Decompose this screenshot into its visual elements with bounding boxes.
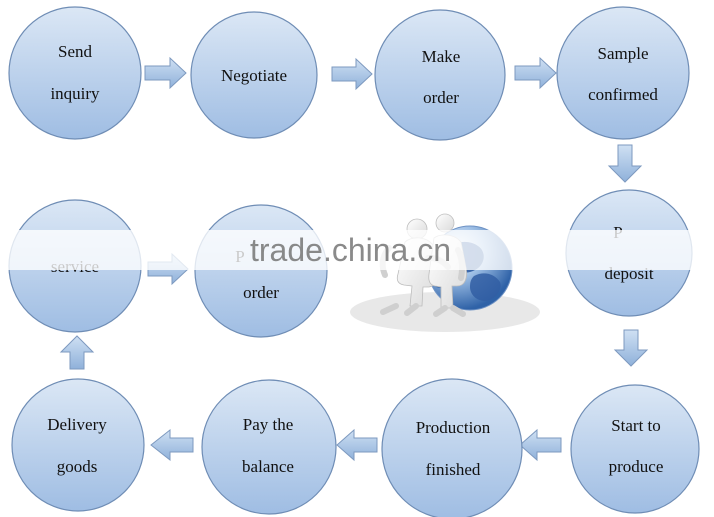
send-inquiry-label-line-1: Send [58, 42, 93, 61]
make-order-label-line-2: order [423, 88, 459, 107]
node-order: Porder [194, 204, 328, 338]
node-delivery-goods: Delivery goods [11, 378, 145, 512]
node-pay-the-balance: Pay the balance [201, 379, 337, 515]
order-circle [194, 204, 328, 338]
pay-the-balance-circle [201, 379, 337, 515]
arrow-delivery-goods-to-service [59, 335, 95, 370]
watermark: trade.china.cn [0, 230, 714, 270]
pay-the-balance-label-line-1: Pay the [243, 415, 294, 434]
start-to-produce-label-line-2: produce [609, 457, 664, 476]
node-negotiate: Negotiate [190, 11, 318, 139]
delivery-goods-label-line-2: goods [57, 457, 98, 476]
make-order-circle [374, 9, 506, 141]
delivery-goods-circle [11, 378, 145, 512]
watermark-text: trade.china.cn [250, 232, 451, 268]
order-label-line-2: order [243, 283, 279, 302]
make-order-label-line-1: Make [422, 47, 461, 66]
node-make-order: Make order [374, 9, 506, 141]
production-finished-label-line-1: Production [416, 418, 491, 437]
negotiate-label-line-1: Negotiate [221, 66, 287, 85]
arrow-start-to-produce-to-production-finished [519, 428, 562, 462]
node-send-inquiry: Send inquiry [8, 6, 142, 140]
arrow-send-inquiry-to-negotiate [144, 56, 187, 90]
sample-confirmed-label-line-1: Sample [598, 44, 649, 63]
pay-the-balance-label-line-2: balance [242, 457, 294, 476]
send-inquiry-circle [8, 6, 142, 140]
node-sample-confirmed: Sample confirmed [556, 6, 690, 140]
node-production-finished: Production finished [381, 378, 523, 517]
sample-confirmed-label-line-2: confirmed [588, 85, 658, 104]
negotiate-circle [190, 11, 318, 139]
arrow-negotiate-to-make-order [331, 57, 373, 91]
arrow-make-order-to-sample-confirmed [514, 56, 557, 90]
send-inquiry-label-line-2: inquiry [50, 84, 100, 103]
arrow-production-finished-to-pay-the-balance [336, 428, 378, 462]
production-finished-label-line-2: finished [426, 460, 481, 479]
start-to-produce-circle [570, 384, 700, 514]
start-to-produce-label-line-1: Start to [611, 416, 661, 435]
arrow-sample-confirmed-to-deposit [607, 144, 643, 183]
delivery-goods-label-line-1: Delivery [47, 415, 107, 434]
node-start-to-produce: Start to produce [570, 384, 700, 514]
arrow-deposit-to-start-to-produce [613, 329, 649, 367]
sample-confirmed-circle [556, 6, 690, 140]
arrow-pay-the-balance-to-delivery-goods [150, 428, 194, 462]
production-finished-circle [381, 378, 523, 517]
